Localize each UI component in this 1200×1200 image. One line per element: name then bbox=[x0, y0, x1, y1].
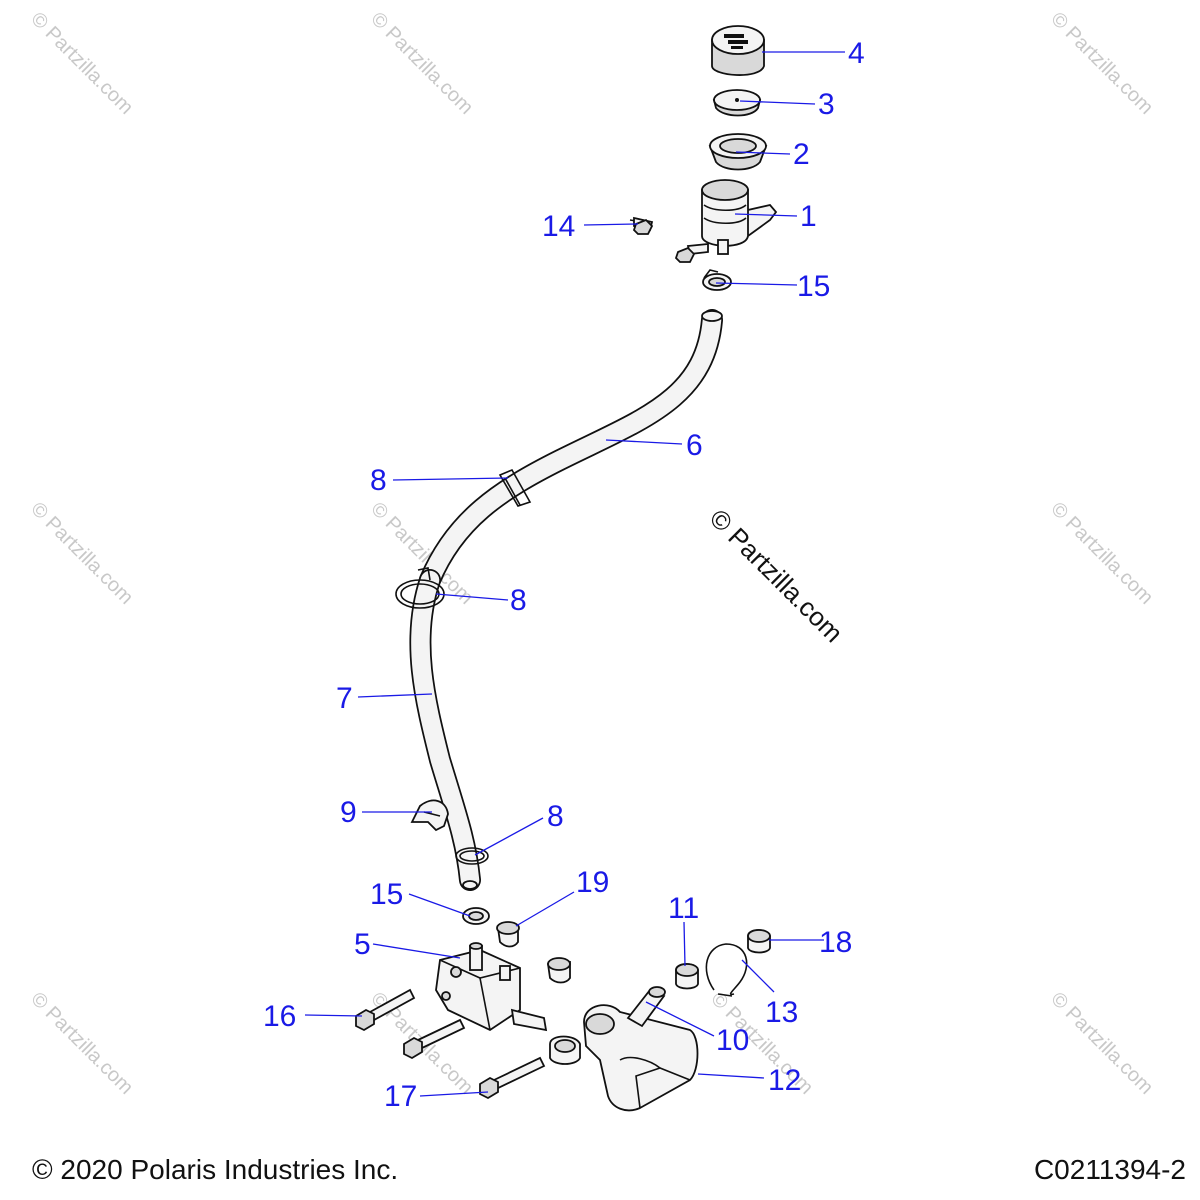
callout-7: 7 bbox=[336, 682, 353, 715]
callout-3: 3 bbox=[818, 88, 835, 121]
callout-10: 10 bbox=[716, 1024, 749, 1057]
hose-end bbox=[462, 880, 478, 890]
callout-15-upper: 15 bbox=[797, 270, 830, 303]
watermark: © Partzilla.com bbox=[26, 498, 137, 609]
bracket-12 bbox=[583, 1004, 699, 1112]
copyright-text: © 2020 Polaris Industries Inc. bbox=[32, 1154, 399, 1185]
callout-18: 18 bbox=[819, 926, 852, 959]
bolt-16-second bbox=[403, 1018, 466, 1060]
hose-assembly bbox=[409, 309, 723, 891]
fasteners-upper bbox=[629, 216, 732, 291]
clamp-15-upper bbox=[702, 269, 732, 291]
watermark: © Partzilla.com bbox=[366, 8, 477, 119]
clamp-8-upper bbox=[498, 468, 532, 507]
figure-id: C0211394-2 bbox=[1033, 1154, 1186, 1185]
bolt-17 bbox=[479, 1056, 546, 1100]
clamp-8-lower bbox=[455, 847, 489, 865]
callout-11: 11 bbox=[668, 892, 699, 925]
callout-1: 1 bbox=[800, 200, 817, 233]
callout-12: 12 bbox=[768, 1064, 801, 1097]
watermark-layer: © Partzilla.com © Partzilla.com © Partzi… bbox=[26, 8, 1157, 1099]
watermark: © Partzilla.com bbox=[1046, 8, 1157, 119]
master-cylinder-assembly bbox=[355, 907, 771, 1112]
callout-16: 16 bbox=[263, 1000, 296, 1033]
callout-15-lower: 15 bbox=[370, 878, 403, 911]
callout-8-upper: 8 bbox=[370, 464, 387, 497]
bolt-16 bbox=[355, 988, 416, 1032]
clamp-15-lower bbox=[462, 907, 490, 925]
callout-13: 13 bbox=[765, 996, 798, 1029]
bolt-14 bbox=[629, 216, 654, 235]
callout-19: 19 bbox=[576, 866, 609, 899]
master-cylinder-5 bbox=[435, 942, 548, 1032]
reservoir-assembly bbox=[701, 25, 778, 255]
callout-2: 2 bbox=[793, 138, 810, 171]
callout-labels: 4 3 2 1 14 15 6 8 8 7 9 8 15 19 5 11 18 … bbox=[263, 37, 865, 1113]
callout-8-lower: 8 bbox=[547, 800, 564, 833]
callout-14: 14 bbox=[542, 210, 575, 243]
plug-18 bbox=[747, 929, 771, 954]
callout-9: 9 bbox=[340, 796, 357, 829]
callout-8-middle: 8 bbox=[510, 584, 527, 617]
bushing-upper bbox=[546, 957, 571, 984]
boot-11 bbox=[675, 963, 699, 990]
watermark: © Partzilla.com bbox=[1046, 988, 1157, 1099]
bolt-14-second bbox=[674, 243, 709, 263]
watermark: © Partzilla.com bbox=[26, 8, 137, 119]
reservoir-1 bbox=[701, 179, 778, 255]
callout-6: 6 bbox=[686, 429, 703, 462]
watermark: © Partzilla.com bbox=[26, 988, 137, 1099]
watermark-center: © Partzilla.com bbox=[704, 503, 849, 648]
hose-end bbox=[701, 310, 723, 322]
clip-9 bbox=[410, 799, 449, 832]
watermark: © Partzilla.com bbox=[1046, 498, 1157, 609]
pin-10 bbox=[626, 986, 666, 1028]
diaphragm-3 bbox=[712, 89, 762, 117]
grommet-19 bbox=[496, 921, 520, 948]
callout-17: 17 bbox=[384, 1080, 417, 1113]
callout-4: 4 bbox=[848, 37, 865, 70]
cap-4 bbox=[711, 25, 765, 76]
callout-5: 5 bbox=[354, 928, 371, 961]
leader-lines bbox=[304, 51, 845, 1097]
bushing-lower bbox=[549, 1035, 581, 1065]
spring-13 bbox=[705, 943, 748, 997]
